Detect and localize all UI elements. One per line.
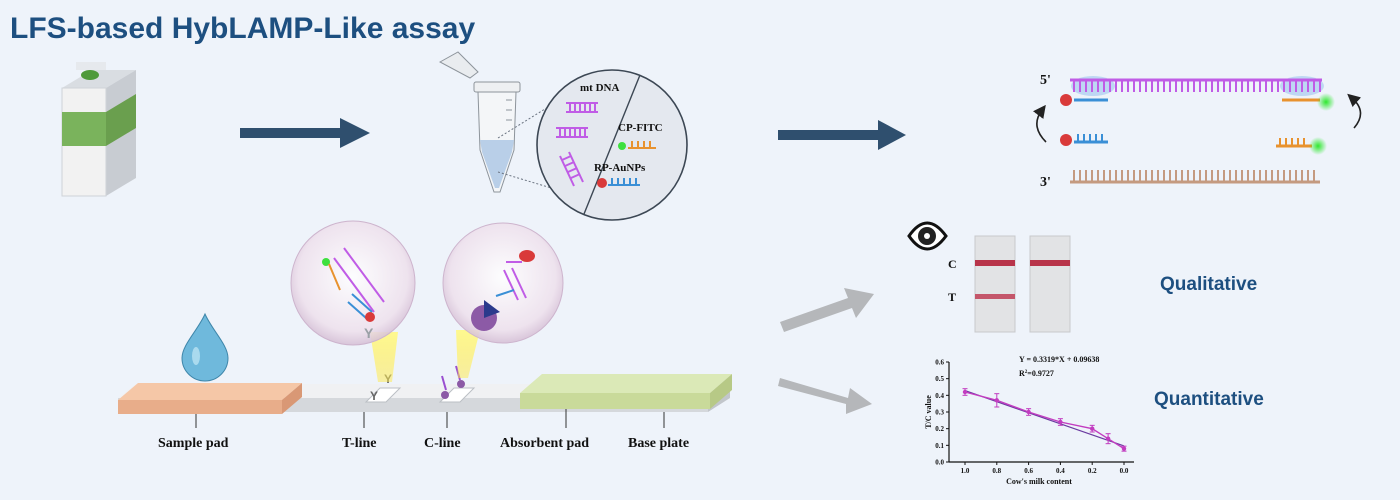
arrow-carton-to-tube — [240, 118, 370, 148]
water-drop-icon — [181, 312, 229, 382]
c-line-light-beam — [456, 330, 480, 378]
strip-label-group: Sample pad T-line C-line Absorbent pad B… — [158, 409, 689, 451]
data-point — [1105, 436, 1111, 441]
x-axis-label: Cow's milk content — [1006, 477, 1072, 486]
series-line — [964, 391, 1125, 450]
x-tick-label: 0.0 — [1120, 467, 1129, 475]
arrow-to-qualitative — [780, 288, 874, 332]
data-point — [1058, 419, 1063, 425]
fit-line — [964, 390, 1125, 447]
data-point — [1026, 409, 1031, 415]
data-point — [1121, 446, 1127, 451]
t-line-mark — [364, 387, 402, 403]
mt-dna-strands — [556, 102, 598, 187]
c-line-bubble — [442, 222, 564, 344]
data-point — [962, 389, 968, 395]
chart-r2: R2=0.9727 — [1019, 369, 1054, 378]
rp-aunps-label: RP-AuNPs — [594, 162, 646, 174]
y-tick-label: 0.5 — [935, 375, 944, 383]
data-point — [994, 398, 999, 403]
y-tick-label: 0.0 — [935, 459, 944, 467]
t-line-bubble: Y — [290, 220, 416, 346]
control-band — [1030, 260, 1070, 266]
x-tick-label: 0.8 — [992, 467, 1001, 475]
callout-line-top — [497, 95, 567, 139]
cp-fitc-label: CP-FITC — [618, 122, 663, 134]
test-band — [975, 294, 1015, 299]
y-tick-label: 0.4 — [935, 392, 944, 400]
mt-dna-label: mt DNA — [580, 82, 619, 94]
page-title: LFS-based HybLAMP-Like assay — [10, 12, 475, 45]
strip-photo: C T — [948, 235, 1071, 333]
y-tick-label: 0.3 — [935, 409, 944, 417]
x-tick-label: 0.4 — [1056, 467, 1065, 475]
lateral-flow-strip: Y Y — [118, 365, 732, 414]
antibody-icon: Y — [370, 389, 378, 403]
c-line-label: C-line — [424, 436, 461, 451]
c-line-mark — [438, 387, 476, 403]
five-prime-label: 5' — [1040, 73, 1051, 88]
eye-icon — [907, 221, 948, 251]
three-prime-label: 3' — [1040, 175, 1051, 190]
sample-pad — [118, 383, 302, 414]
t-line-light-beam — [370, 332, 398, 382]
svg-text:Y: Y — [364, 325, 374, 341]
chart-equation: Y = 0.3319*X + 0.09638 — [1019, 355, 1099, 364]
control-band — [975, 260, 1015, 266]
y-tick-label: 0.2 — [935, 425, 944, 433]
sample-pad-label: Sample pad — [158, 436, 229, 451]
qualitative-label: Qualitative — [1160, 274, 1257, 295]
t-mark: T — [948, 290, 956, 304]
hybridization-schematic: 5' 3' — [1033, 73, 1362, 190]
reagent-callout: mt DNA CP-FITC RP-AuNPs — [536, 69, 688, 221]
x-tick-label: 0.2 — [1088, 467, 1097, 475]
x-tick-label: 1.0 — [961, 467, 970, 475]
c-mark: C — [948, 257, 957, 271]
arrow-tube-to-hybridization — [778, 120, 906, 150]
x-tick-label: 0.6 — [1024, 467, 1033, 475]
base-plate-label: Base plate — [628, 436, 689, 451]
y-tick-label: 0.6 — [935, 359, 944, 367]
absorbent-pad-label: Absorbent pad — [500, 436, 589, 451]
absorbent-pad — [520, 374, 732, 409]
fitc-dot — [618, 142, 626, 150]
t-line-label: T-line — [342, 436, 377, 451]
eppendorf-tube-icon — [438, 51, 521, 193]
data-point — [1090, 426, 1095, 431]
milk-carton-icon — [61, 62, 136, 197]
quantitative-label: Quantitative — [1154, 389, 1264, 410]
gold-nanoparticle — [597, 178, 607, 188]
y-tick-label: 0.1 — [935, 442, 944, 450]
y-axis-label: T/C value — [924, 395, 933, 429]
arrow-to-quantitative — [778, 378, 872, 414]
